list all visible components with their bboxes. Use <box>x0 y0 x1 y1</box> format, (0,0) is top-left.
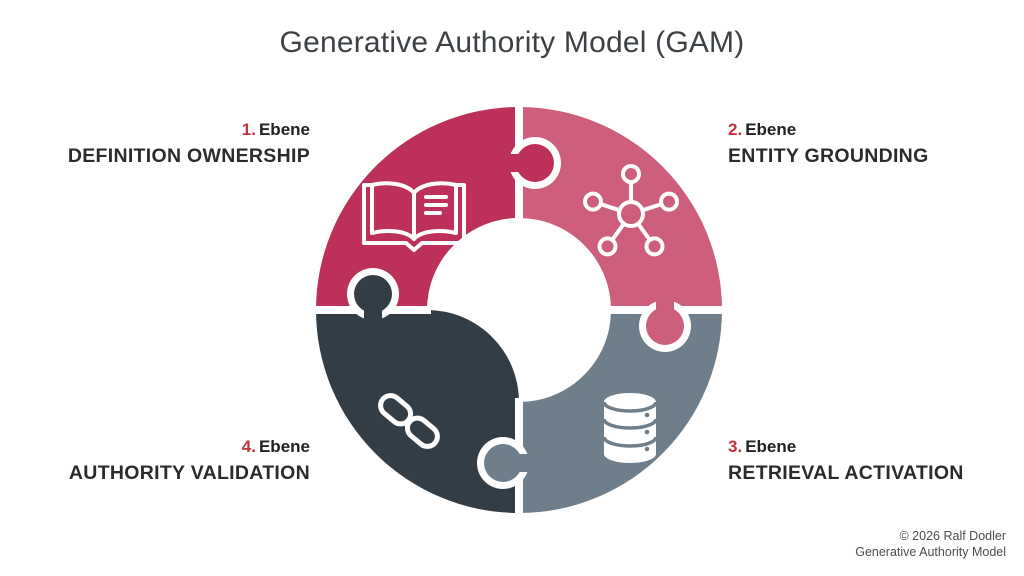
diagram-title: Generative Authority Model (GAM) <box>279 26 745 59</box>
segment-level: Ebene <box>258 120 310 139</box>
segment-level: Ebene <box>258 437 310 456</box>
segment-number: 1. <box>241 120 256 139</box>
segment-title: RETRIEVAL ACTIVATION <box>728 462 964 484</box>
segment-level-line: 1.Ebene <box>68 117 310 143</box>
segment-label-2: 2.Ebene ENTITY GROUNDING <box>728 117 929 169</box>
segment-level-line: 4.Ebene <box>69 434 310 460</box>
chain-link-icon <box>378 393 440 449</box>
puzzle-tab-3 <box>484 444 533 482</box>
segment-number: 2. <box>728 120 743 139</box>
footer-subtitle: Generative Authority Model <box>855 545 1006 559</box>
copyright-line: © 2026 Ralf Dodler <box>899 529 1007 543</box>
open-book-icon <box>362 181 466 252</box>
puzzle-tab-1 <box>505 144 554 182</box>
segment-level: Ebene <box>745 120 797 139</box>
segment-label-1: 1.Ebene DEFINITION OWNERSHIP <box>68 117 310 169</box>
segment-level-line: 2.Ebene <box>728 117 929 143</box>
puzzle-segment-4 <box>316 310 519 513</box>
segment-level-line: 3.Ebene <box>728 434 964 460</box>
segment-label-3: 3.Ebene RETRIEVAL ACTIVATION <box>728 434 964 486</box>
segment-level: Ebene <box>745 437 797 456</box>
segment-title: AUTHORITY VALIDATION <box>68 462 310 484</box>
puzzle-tab-2 <box>646 296 684 345</box>
segment-title: DEFINITION OWNERSHIP <box>67 145 310 167</box>
network-hub-icon <box>583 164 679 257</box>
segment-title: ENTITY GROUNDING <box>728 145 929 167</box>
segment-number: 3. <box>728 437 743 456</box>
database-icon <box>602 393 658 463</box>
footer-credit: © 2026 Ralf Dodler Generative Authority … <box>855 528 1006 560</box>
segment-number: 4. <box>241 437 256 456</box>
puzzle-tab-4 <box>354 275 392 324</box>
puzzle-segment-1 <box>316 107 519 310</box>
segment-label-4: 4.Ebene AUTHORITY VALIDATION <box>69 434 310 486</box>
